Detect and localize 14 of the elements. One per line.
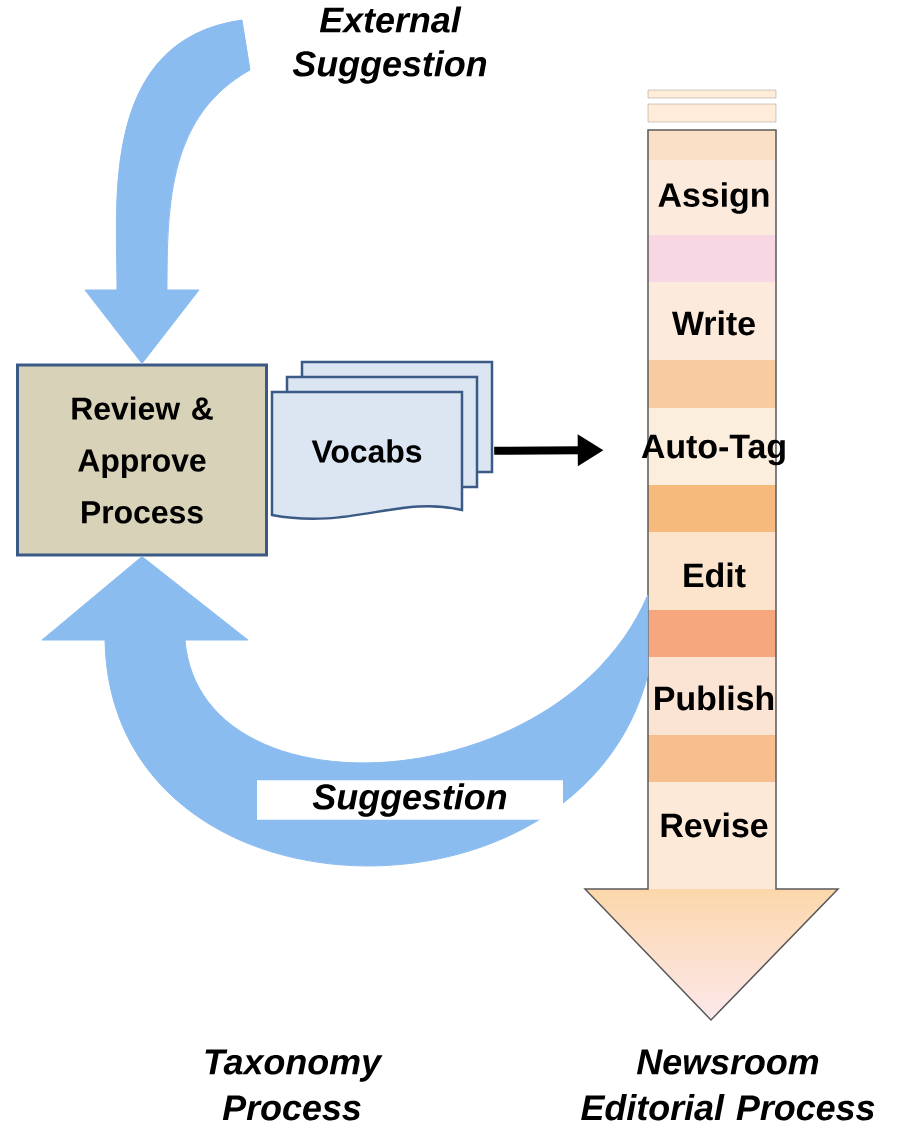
curved-arrow [84,19,251,364]
stage-label: Assign [658,182,769,214]
stage-label: Auto-Tag [641,434,785,466]
stage-label: Publish [655,685,774,711]
stage-label: Revise [661,812,768,838]
edge-label: Suggestion [257,780,563,820]
edge-label: External Suggestion [292,6,487,84]
document-stack: Vocabs [270,360,494,521]
caption: Taxonomy Process [205,1049,383,1121]
node-label: Newsroom Editorial Process [581,1049,875,1121]
stage-label: Write [672,310,755,336]
stage-label: Edit [684,562,746,588]
process-arrow [583,89,840,1022]
process-box: Review & Approve Process [16,363,268,557]
